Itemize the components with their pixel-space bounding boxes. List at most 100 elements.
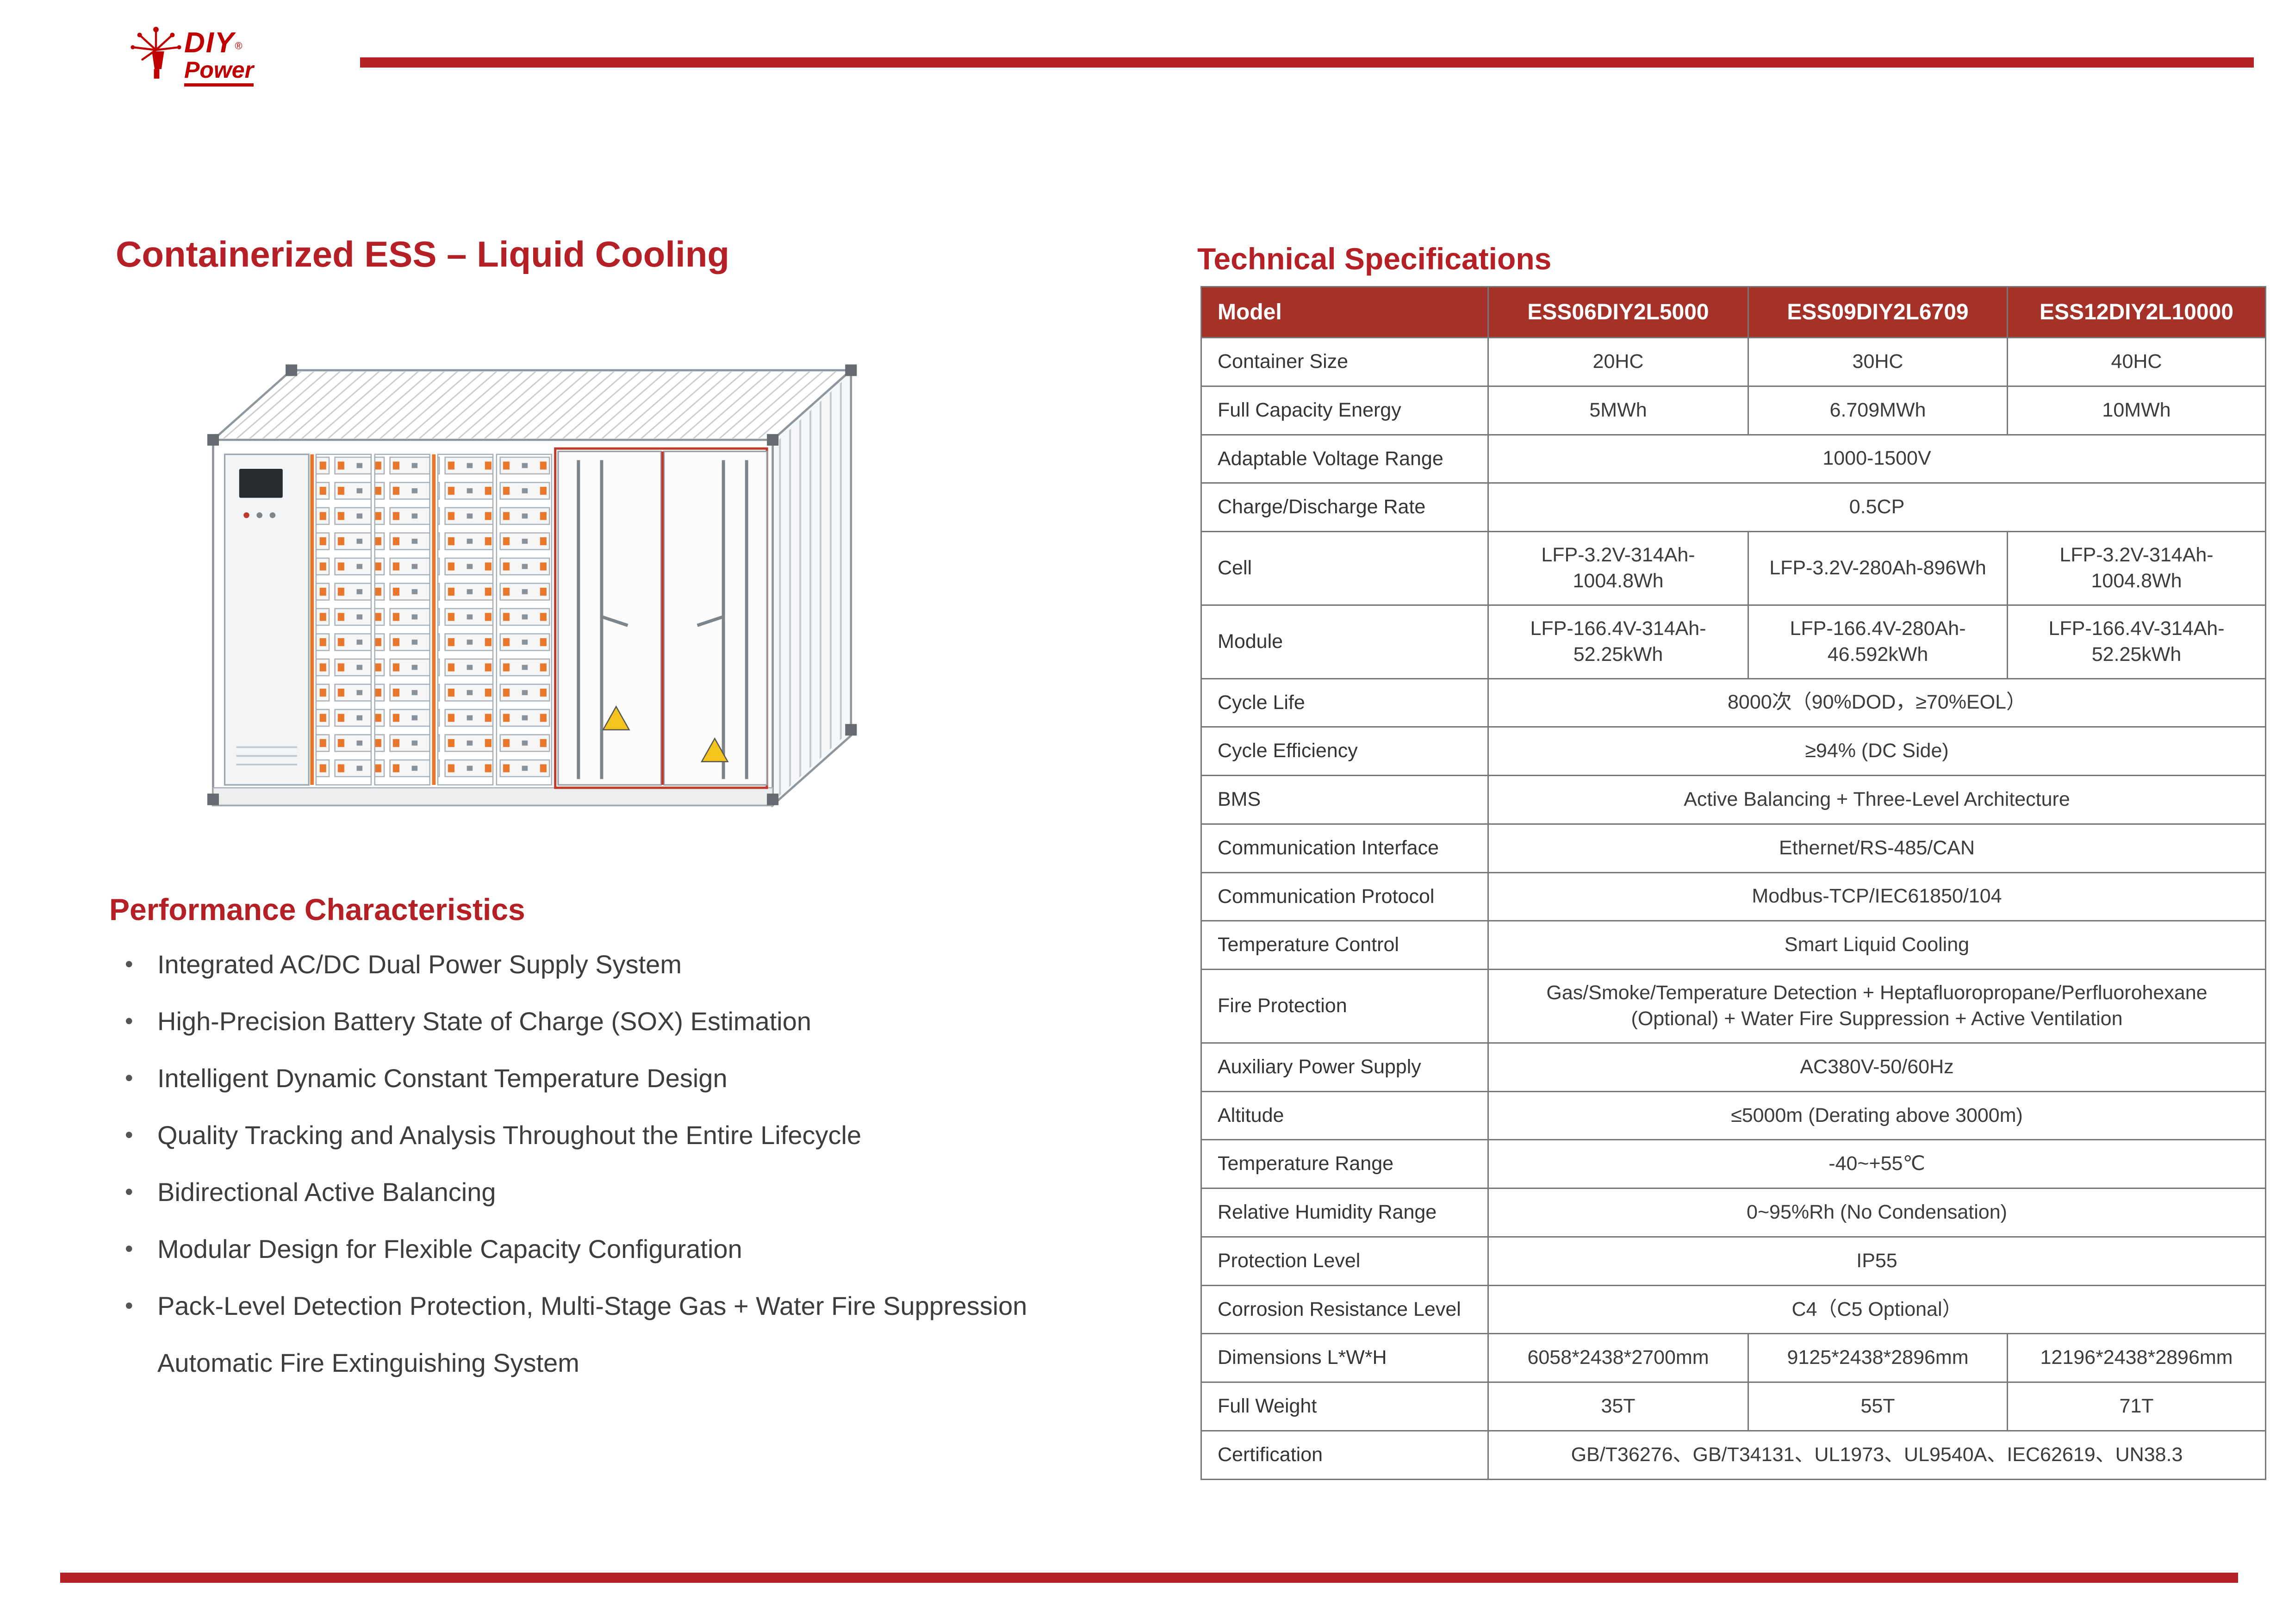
row-value: 8000次（90%DOD，≥70%EOL） xyxy=(1487,678,2266,728)
row-value: 0.5CP xyxy=(1487,482,2266,532)
row-value: LFP-3.2V-280Ah-896Wh xyxy=(1748,531,2008,606)
row-label: Fire Protection xyxy=(1200,969,1489,1044)
model-column-header: ESS06DIY2L5000 xyxy=(1487,286,1749,338)
row-label: Communication Protocol xyxy=(1200,871,1489,922)
row-value: LFP-166.4V-314Ah-52.25kWh xyxy=(2007,604,2266,679)
brand-text: DIY® Power xyxy=(184,29,254,87)
row-label: Cycle Efficiency xyxy=(1200,726,1489,777)
performance-list: Integrated AC/DC Dual Power Supply Syste… xyxy=(114,936,1044,1391)
row-value: 5MWh xyxy=(1487,385,1749,436)
row-value: IP55 xyxy=(1487,1236,2266,1286)
row-label: Adaptable Voltage Range xyxy=(1200,434,1489,484)
row-label: Cycle Life xyxy=(1200,678,1489,728)
specs-table: Model ESS06DIY2L5000 ESS09DIY2L6709 ESS1… xyxy=(1200,286,2266,1480)
row-value: ≤5000m (Derating above 3000m) xyxy=(1487,1090,2266,1141)
control-cabinet xyxy=(224,454,310,786)
row-value: 0~95%Rh (No Condensation) xyxy=(1487,1188,2266,1238)
row-value: 6058*2438*2700mm xyxy=(1487,1333,1749,1383)
brand-name-bottom: Power xyxy=(184,58,254,87)
row-value: AC380V-50/60Hz xyxy=(1487,1042,2266,1092)
container-illustration xyxy=(207,364,857,808)
row-value: 40HC xyxy=(2007,337,2266,387)
specs-heading: Technical Specifications xyxy=(1197,241,1552,276)
specs-table-container: Model ESS06DIY2L5000 ESS09DIY2L6709 ESS1… xyxy=(1200,286,2266,1480)
brand-name-top: DIY xyxy=(184,27,235,59)
bullet-item: Bidirectional Active Balancing xyxy=(114,1164,1044,1220)
row-label: Relative Humidity Range xyxy=(1200,1188,1489,1238)
row-value: GB/T36276、GB/T34131、UL1973、UL9540A、IEC62… xyxy=(1487,1430,2266,1480)
top-rule xyxy=(360,57,2254,68)
row-value: Modbus-TCP/IEC61850/104 xyxy=(1487,871,2266,922)
row-label: Protection Level xyxy=(1200,1236,1489,1286)
model-column-header: ESS09DIY2L6709 xyxy=(1748,286,2008,338)
bottom-rule xyxy=(60,1573,2238,1583)
row-value: -40~+55℃ xyxy=(1487,1139,2266,1189)
row-label: Dimensions L*W*H xyxy=(1200,1333,1489,1383)
row-value: 71T xyxy=(2007,1381,2266,1431)
corner-castings xyxy=(207,364,857,805)
row-label: Certification xyxy=(1200,1430,1489,1480)
warning-triangle-icon xyxy=(701,737,729,763)
row-label: Container Size xyxy=(1200,337,1489,387)
row-label: Temperature Range xyxy=(1200,1139,1489,1189)
row-value: 20HC xyxy=(1487,337,1749,387)
row-label: Altitude xyxy=(1200,1090,1489,1141)
row-label: Corrosion Resistance Level xyxy=(1200,1284,1489,1335)
bullet-item: Pack-Level Detection Protection, Multi-S… xyxy=(114,1277,1044,1391)
row-label: Cell xyxy=(1200,531,1489,606)
bullet-item: Quality Tracking and Analysis Throughout… xyxy=(114,1107,1044,1164)
row-label: Full Weight xyxy=(1200,1381,1489,1431)
row-value: 6.709MWh xyxy=(1748,385,2008,436)
row-value: 30HC xyxy=(1748,337,2008,387)
row-value: 55T xyxy=(1748,1381,2008,1431)
row-value: LFP-166.4V-280Ah-46.592kWh xyxy=(1748,604,2008,679)
row-label: Temperature Control xyxy=(1200,920,1489,971)
row-label: Auxiliary Power Supply xyxy=(1200,1042,1489,1092)
page-title: Containerized ESS – Liquid Cooling xyxy=(116,234,730,275)
table-row: Altitude≤5000m (Derating above 3000m) xyxy=(1200,1090,2266,1141)
row-value: Gas/Smoke/Temperature Detection + Heptaf… xyxy=(1487,969,2266,1044)
row-value: LFP-3.2V-314Ah-1004.8Wh xyxy=(1487,531,1749,606)
battery-racks xyxy=(310,454,553,786)
model-column-header: ESS12DIY2L10000 xyxy=(2007,286,2266,338)
container-doors xyxy=(554,447,768,789)
row-value: LFP-166.4V-314Ah-52.25kWh xyxy=(1487,604,1749,679)
row-label: Full Capacity Energy xyxy=(1200,385,1489,436)
row-label: BMS xyxy=(1200,775,1489,825)
row-value: 10MWh xyxy=(2007,385,2266,436)
row-value: Smart Liquid Cooling xyxy=(1487,920,2266,971)
table-row: Temperature Range-40~+55℃ xyxy=(1200,1139,2266,1189)
model-header: Model xyxy=(1200,286,1489,338)
table-header-row: Model ESS06DIY2L5000 ESS09DIY2L6709 ESS1… xyxy=(1200,286,2266,338)
row-value: 35T xyxy=(1487,1381,1749,1431)
row-label: Communication Interface xyxy=(1200,823,1489,873)
row-value: LFP-3.2V-314Ah-1004.8Wh xyxy=(2007,531,2266,606)
row-value: Ethernet/RS-485/CAN xyxy=(1487,823,2266,873)
warning-triangle-icon xyxy=(602,705,630,731)
row-label: Charge/Discharge Rate xyxy=(1200,482,1489,532)
row-label: Module xyxy=(1200,604,1489,679)
row-value: ≥94% (DC Side) xyxy=(1487,726,2266,777)
performance-heading: Performance Characteristics xyxy=(109,892,525,927)
bullet-item: Integrated AC/DC Dual Power Supply Syste… xyxy=(114,936,1044,993)
spark-icon xyxy=(131,26,181,79)
row-value: 9125*2438*2896mm xyxy=(1748,1333,2008,1383)
